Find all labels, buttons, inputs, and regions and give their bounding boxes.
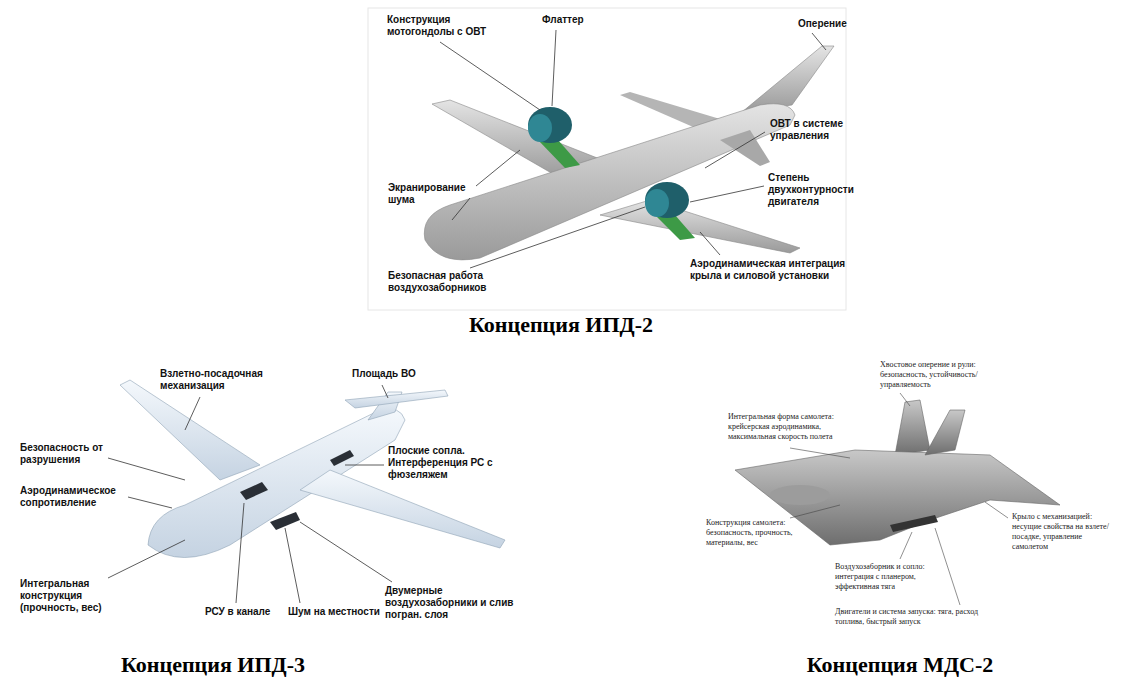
callout-label: Оперение bbox=[798, 18, 858, 30]
callout-label: Экранирование шума bbox=[388, 182, 474, 206]
callout-label: Конструкция мотогондолы с ОВТ bbox=[387, 14, 497, 38]
callout-label: Интегральная форма самолета: крейсерская… bbox=[728, 412, 858, 442]
figure-caption: Концепция ИПД-2 bbox=[441, 312, 681, 338]
figure-caption: Концепция МДС-2 bbox=[780, 652, 1020, 678]
callout-label: Хвостовое оперение и рули: безопасность,… bbox=[880, 360, 1015, 390]
callout-label: Безопасная работа воздухозаборников bbox=[388, 270, 508, 294]
callout-label: Безопасность от разрушения bbox=[20, 442, 106, 466]
leader-lines bbox=[790, 393, 1008, 605]
callout-label: Двумерные воздухозаборники и слив погран… bbox=[385, 585, 520, 621]
callout-label: Плоские сопла. Интерференция РС с фюзеля… bbox=[388, 445, 498, 481]
callout-label: ОВТ в системе управления bbox=[770, 118, 850, 142]
callout-label: Интегральная конструкция (прочность, вес… bbox=[20, 578, 120, 614]
callout-label: Площадь ВО bbox=[352, 368, 432, 380]
callout-label: РСУ в канале bbox=[205, 606, 280, 618]
ipd2-aircraft bbox=[424, 46, 834, 260]
ipd3-aircraft bbox=[120, 380, 505, 558]
callout-label: Шум на местности bbox=[288, 606, 388, 618]
callout-label: Аэродинамическое сопротивление bbox=[20, 485, 126, 509]
callout-label: Воздухозаборник и сопло: интеграция с пл… bbox=[835, 562, 945, 592]
callout-label: Крыло с механизацией: несущие свойства н… bbox=[1012, 512, 1116, 552]
leader-lines bbox=[440, 30, 826, 268]
callout-label: Взлетно-посадочная механизация bbox=[160, 368, 270, 392]
callout-label: Степень двухконтурности двигателя bbox=[768, 172, 858, 208]
figure-caption: Концепция ИПД-3 bbox=[93, 652, 333, 678]
callout-label: Конструкция самолета: безопасность, проч… bbox=[706, 518, 816, 548]
callout-label: Аэродинамическая интеграция крыла и сило… bbox=[690, 258, 850, 282]
callout-label: Двигатели и система запуска: тяга, расхо… bbox=[835, 607, 1000, 627]
leader-lines bbox=[108, 385, 392, 603]
callout-label: Флаттер bbox=[542, 14, 602, 26]
